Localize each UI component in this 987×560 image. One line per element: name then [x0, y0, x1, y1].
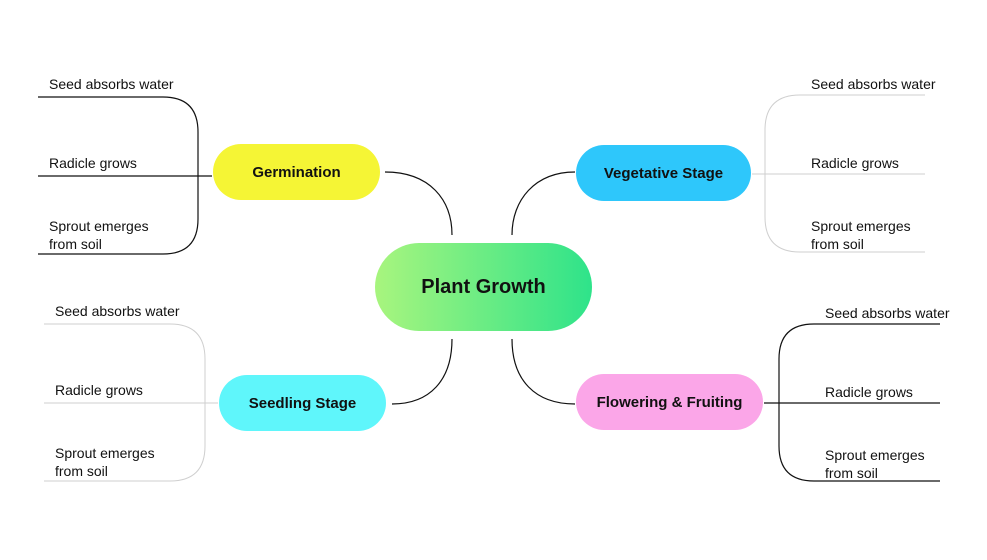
- leaf-text-line2: from soil: [49, 236, 102, 252]
- leaf-text: Seed absorbs water: [49, 76, 174, 92]
- leaf-text-line2: from soil: [55, 463, 108, 479]
- branch-flowering-label: Flowering & Fruiting: [596, 393, 743, 411]
- leaf-vegetative-3[interactable]: Sprout emerges from soil: [811, 217, 911, 253]
- connector-root-seedling: [391, 338, 453, 405]
- leaf-seedling-3[interactable]: Sprout emerges from soil: [55, 444, 155, 480]
- leaf-germination-1[interactable]: Seed absorbs water: [49, 75, 174, 93]
- leaf-germination-3[interactable]: Sprout emerges from soil: [49, 217, 149, 253]
- leaf-vegetative-2[interactable]: Radicle grows: [811, 154, 899, 172]
- leaf-text-line2: from soil: [811, 236, 864, 252]
- branch-vegetative-label: Vegetative Stage: [603, 164, 724, 182]
- leaf-text: Sprout emerges: [55, 445, 155, 461]
- leaf-seedling-1[interactable]: Seed absorbs water: [55, 302, 180, 320]
- bracket-vegetative: [752, 94, 925, 253]
- branch-vegetative[interactable]: Vegetative Stage: [576, 145, 751, 201]
- leaf-text: Radicle grows: [49, 155, 137, 171]
- leaf-text: Seed absorbs water: [811, 76, 936, 92]
- leaf-text: Sprout emerges: [811, 218, 911, 234]
- connector-root-flowering: [511, 338, 576, 405]
- root-label: Plant Growth: [421, 275, 546, 298]
- leaf-text: Seed absorbs water: [55, 303, 180, 319]
- branch-germination[interactable]: Germination: [213, 144, 380, 200]
- leaf-flowering-3[interactable]: Sprout emerges from soil: [825, 446, 925, 482]
- connector-root-vegetative: [511, 171, 576, 236]
- leaf-text: Radicle grows: [811, 155, 899, 171]
- leaf-seedling-2[interactable]: Radicle grows: [55, 381, 143, 399]
- leaf-text: Radicle grows: [55, 382, 143, 398]
- root-node[interactable]: Plant Growth: [375, 243, 592, 331]
- bracket-germination: [38, 96, 212, 255]
- branch-seedling[interactable]: Seedling Stage: [219, 375, 386, 431]
- bracket-flowering: [764, 323, 940, 482]
- branch-flowering[interactable]: Flowering & Fruiting: [576, 374, 763, 430]
- branch-seedling-label: Seedling Stage: [248, 394, 357, 412]
- leaf-germination-2[interactable]: Radicle grows: [49, 154, 137, 172]
- leaf-text: Seed absorbs water: [825, 305, 950, 321]
- connector-root-germination: [384, 171, 453, 236]
- leaf-text: Sprout emerges: [49, 218, 149, 234]
- leaf-vegetative-1[interactable]: Seed absorbs water: [811, 75, 936, 93]
- leaf-flowering-1[interactable]: Seed absorbs water: [825, 304, 950, 322]
- branch-germination-label: Germination: [252, 163, 341, 181]
- leaf-flowering-2[interactable]: Radicle grows: [825, 383, 913, 401]
- leaf-text-line2: from soil: [825, 465, 878, 481]
- leaf-text: Radicle grows: [825, 384, 913, 400]
- bracket-seedling: [44, 323, 218, 482]
- leaf-text: Sprout emerges: [825, 447, 925, 463]
